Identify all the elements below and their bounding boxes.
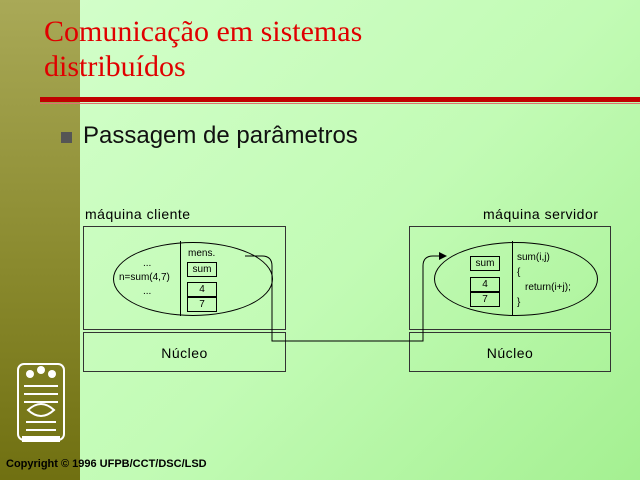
title-line-1: Comunicação em sistemas bbox=[44, 15, 363, 48]
server-process-ellipse bbox=[434, 242, 598, 316]
server-code-line-2: { bbox=[517, 267, 521, 278]
client-msg-arg1-cell: 4 bbox=[187, 282, 217, 297]
server-machine-box bbox=[409, 226, 611, 330]
server-machine-label: máquina servidor bbox=[483, 206, 599, 222]
title-underline bbox=[40, 97, 640, 102]
client-kernel-label: Núcleo bbox=[161, 345, 208, 361]
university-crest-icon bbox=[17, 363, 65, 442]
left-decorative-bar bbox=[0, 0, 80, 480]
client-code-line-2: n=sum(4,7) bbox=[119, 272, 170, 283]
message-arrow-line bbox=[245, 255, 440, 342]
client-msg-label: mens. bbox=[188, 248, 216, 259]
server-msg-arg1-cell: 4 bbox=[470, 277, 500, 292]
copyright-text: Copyright © 1996 UFPB/CCT/DSC/LSD bbox=[6, 458, 207, 470]
client-machine-label: máquina cliente bbox=[85, 206, 191, 222]
slide-title: Comunicação em sistemas distribuídos bbox=[44, 14, 464, 84]
server-kernel-label: Núcleo bbox=[486, 345, 534, 361]
title-underline-thin bbox=[40, 103, 640, 104]
client-machine-box bbox=[83, 226, 286, 330]
client-kernel-box bbox=[83, 332, 286, 372]
server-msg-name-cell: sum bbox=[470, 256, 500, 271]
server-kernel-box bbox=[409, 332, 611, 372]
server-msg-arg2-cell: 7 bbox=[470, 292, 500, 307]
bullet-square-icon bbox=[61, 132, 72, 143]
client-code-line-1: ... bbox=[143, 258, 152, 269]
client-msg-arg2-cell: 7 bbox=[187, 297, 217, 312]
server-code-line-1: sum(i,j) bbox=[517, 252, 550, 263]
message-arrowhead-icon bbox=[439, 252, 447, 260]
title-line-2: distribuídos bbox=[44, 50, 186, 83]
bullet-text: Passagem de parâmetros bbox=[83, 122, 358, 149]
server-divider bbox=[512, 241, 513, 316]
server-code-line-3: return(i+j); bbox=[525, 282, 571, 293]
server-code-line-4: } bbox=[517, 297, 521, 308]
client-code-line-3: ... bbox=[143, 286, 152, 297]
client-divider bbox=[180, 241, 181, 316]
client-msg-name-cell: sum bbox=[187, 262, 217, 277]
